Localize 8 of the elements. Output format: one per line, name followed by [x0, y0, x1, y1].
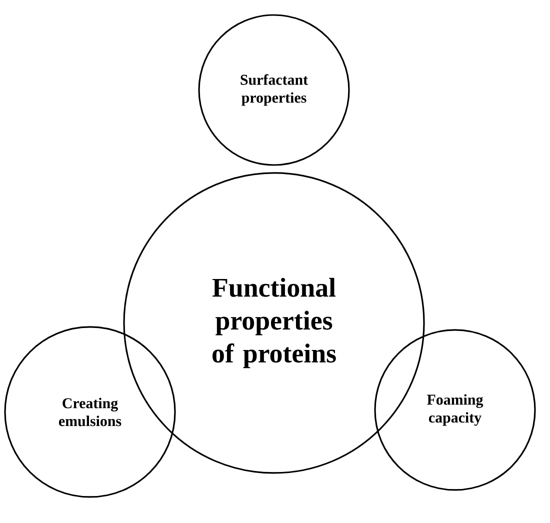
circle-node [123, 172, 425, 474]
node-label: Creating emulsions [58, 398, 122, 426]
circle-node [374, 329, 536, 491]
node-label: Functional properties of proteins [212, 278, 336, 368]
node-label: Surfactant properties [240, 74, 308, 106]
circle-node [198, 14, 350, 166]
node-label: Foaming capacity [427, 394, 484, 426]
circle-node [4, 326, 176, 498]
